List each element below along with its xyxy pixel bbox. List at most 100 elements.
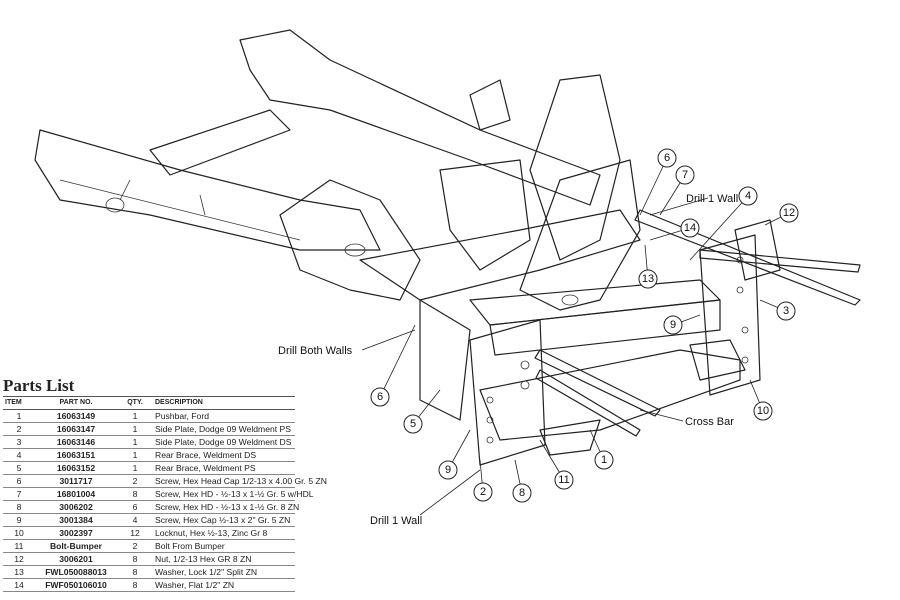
callout-number: 2 — [480, 486, 486, 498]
rear-braces — [419, 209, 861, 437]
callout-number: 10 — [757, 405, 769, 417]
vehicle-frame — [34, 29, 641, 311]
qty-cell: 1 — [117, 448, 153, 462]
item-cell: 9 — [3, 513, 35, 527]
parts-list: Parts List ITEM PART NO. QTY. DESCRIPTIO… — [3, 376, 327, 592]
pushbar — [469, 279, 746, 456]
col-part-no: PART NO. — [35, 396, 117, 410]
callout-number: 6 — [664, 152, 670, 164]
callout-14: 14 — [680, 218, 700, 238]
qty-cell: 2 — [117, 474, 153, 488]
callout-number: 6 — [377, 391, 383, 403]
callout-number: 3 — [783, 305, 789, 317]
part-no-cell: 3011717 — [35, 474, 117, 488]
callout-6: 6 — [370, 387, 390, 407]
part-no-cell: 3006201 — [35, 552, 117, 566]
item-cell: 13 — [3, 565, 35, 579]
qty-cell: 2 — [117, 539, 153, 553]
callout-number: 9 — [445, 464, 451, 476]
description-cell: Rear Brace, Weldment PS — [153, 461, 295, 475]
drill-1-wall-bottom-label: Drill 1 Wall — [370, 515, 422, 527]
qty-cell: 8 — [117, 487, 153, 501]
callout-number: 5 — [410, 418, 416, 430]
item-cell: 8 — [3, 500, 35, 514]
callout-number: 7 — [682, 169, 688, 181]
callout-number: 8 — [519, 487, 525, 499]
description-cell: Rear Brace, Weldment DS — [153, 448, 295, 462]
part-no-cell: 3006202 — [35, 500, 117, 514]
qty-cell: 1 — [117, 422, 153, 436]
item-cell: 3 — [3, 435, 35, 449]
description-cell: Nut, 1/2-13 Hex GR 8 ZN — [153, 552, 295, 566]
qty-cell: 8 — [117, 565, 153, 579]
qty-cell: 8 — [117, 578, 153, 592]
qty-cell: 1 — [117, 435, 153, 449]
callout-number: 13 — [642, 273, 654, 285]
callout-number: 4 — [745, 190, 751, 202]
item-cell: 4 — [3, 448, 35, 462]
description-cell: Screw, Hex HD - ½-13 x 1-½ Gr. 8 ZN — [153, 500, 300, 514]
leader-lines — [361, 157, 790, 516]
callout-9: 9 — [663, 315, 683, 335]
callout-1: 1 — [594, 450, 614, 470]
description-cell: Bolt From Bumper — [153, 539, 295, 553]
description-cell: Pushbar, Ford — [153, 409, 295, 423]
callout-10: 10 — [753, 401, 773, 421]
parts-list-title: Parts List — [3, 376, 75, 395]
description-cell: Screw, Hex Cap ½-13 x 2" Gr. 5 ZN — [153, 513, 295, 527]
description-cell: Washer, Lock 1/2" Split ZN — [153, 565, 295, 579]
drill-both-walls-label: Drill Both Walls — [278, 345, 353, 357]
item-cell: 6 — [3, 474, 35, 488]
callout-number: 12 — [783, 207, 795, 219]
description-cell: Washer, Flat 1/2" ZN — [153, 578, 295, 592]
callout-11: 11 — [554, 470, 574, 490]
part-no-cell: FWL050088013 — [35, 565, 117, 579]
description-cell: Screw, Hex HD - ½-13 x 1-½ Gr. 5 w/HDL — [153, 487, 314, 501]
side-plate-ps — [469, 319, 546, 466]
callout-number: 14 — [684, 222, 696, 234]
item-cell: 7 — [3, 487, 35, 501]
callout-9: 9 — [438, 460, 458, 480]
item-cell: 11 — [3, 539, 35, 553]
callout-12: 12 — [779, 203, 799, 223]
qty-cell: 1 — [117, 409, 153, 423]
part-no-cell: 16063147 — [35, 422, 117, 436]
qty-cell: 12 — [117, 526, 153, 540]
description-cell: Screw, Hex Head Cap 1/2-13 x 4.00 Gr. 5 … — [153, 474, 327, 488]
callout-3: 3 — [776, 301, 796, 321]
item-cell: 2 — [3, 422, 35, 436]
bracket-12 — [734, 219, 781, 281]
part-no-cell: 16063149 — [35, 409, 117, 423]
callout-13: 13 — [638, 269, 658, 289]
qty-cell: 1 — [117, 461, 153, 475]
callout-2: 2 — [473, 482, 493, 502]
part-no-cell: Bolt-Bumper — [35, 539, 117, 553]
callout-number: 11 — [558, 474, 569, 486]
description-cell: Side Plate, Dodge 09 Weldment PS — [153, 422, 295, 436]
part-no-cell: 16063151 — [35, 448, 117, 462]
description-cell: Locknut, Hex ½-13, Zinc Gr 8 — [153, 526, 295, 540]
callout-5: 5 — [403, 414, 423, 434]
item-cell: 5 — [3, 461, 35, 475]
qty-cell: 8 — [117, 552, 153, 566]
callout-number: 1 — [601, 454, 607, 466]
callout-8: 8 — [512, 483, 532, 503]
col-qty: QTY. — [117, 396, 153, 410]
col-description: DESCRIPTION — [153, 396, 295, 410]
item-cell: 12 — [3, 552, 35, 566]
item-cell: 14 — [3, 578, 35, 592]
